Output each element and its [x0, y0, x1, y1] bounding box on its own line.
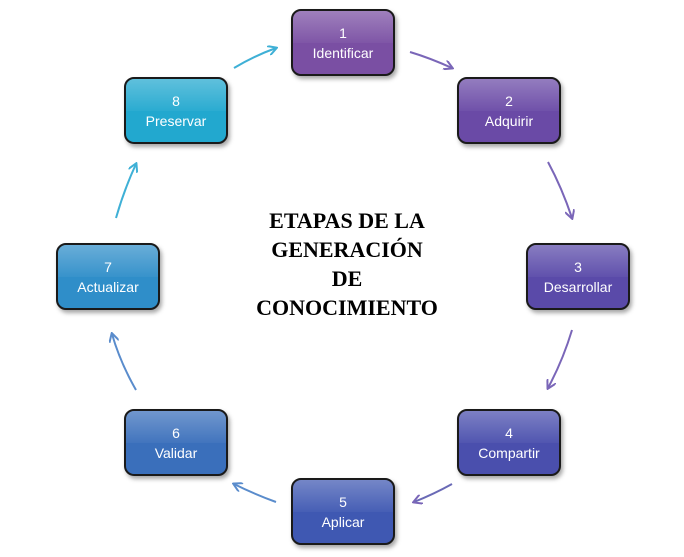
arrow-5-to-6 — [234, 484, 277, 503]
arrow-3-to-4 — [548, 329, 573, 388]
arrow-2-to-3 — [547, 161, 572, 218]
arrow-6-to-7 — [112, 334, 137, 391]
stage-3-box: 3 Desarrollar — [526, 243, 630, 310]
stage-label: Adquirir — [484, 112, 534, 129]
stage-2-box: 2 Adquirir — [457, 77, 561, 144]
stage-label: Preservar — [145, 112, 207, 129]
stage-number: 3 — [574, 258, 582, 275]
title-line-4: CONOCIMIENTO — [256, 295, 438, 320]
stage-5-box: 5 Aplicar — [291, 478, 395, 545]
arrow-7-to-8 — [115, 164, 136, 219]
stage-number: 2 — [505, 92, 513, 109]
stage-6-box: 6 Validar — [124, 409, 228, 476]
title-line-3: DE — [331, 266, 363, 291]
title-line-2: GENERACIÓN — [271, 237, 423, 262]
stage-label: Compartir — [478, 444, 540, 461]
stage-number: 8 — [172, 92, 180, 109]
stage-number: 4 — [505, 424, 513, 441]
stage-number: 7 — [104, 258, 112, 275]
arrow-4-to-5 — [414, 483, 453, 502]
diagram-title: ETAPAS DE LA GENERACIÓN DE CONOCIMIENTO — [212, 206, 482, 322]
stage-label: Desarrollar — [543, 278, 613, 295]
stage-label: Actualizar — [77, 278, 139, 295]
stage-4-box: 4 Compartir — [457, 409, 561, 476]
stage-label: Validar — [154, 444, 198, 461]
stage-number: 6 — [172, 424, 180, 441]
stage-8-box: 8 Preservar — [124, 77, 228, 144]
stage-7-box: 7 Actualizar — [56, 243, 160, 310]
arrow-1-to-2 — [409, 51, 452, 68]
title-line-1: ETAPAS DE LA — [269, 208, 425, 233]
stage-label: Identificar — [312, 44, 374, 61]
stage-number: 5 — [339, 493, 347, 510]
stage-number: 1 — [339, 24, 347, 41]
stage-1-box: 1 Identificar — [291, 9, 395, 76]
arrow-8-to-1 — [233, 48, 276, 69]
stage-label: Aplicar — [321, 513, 365, 530]
